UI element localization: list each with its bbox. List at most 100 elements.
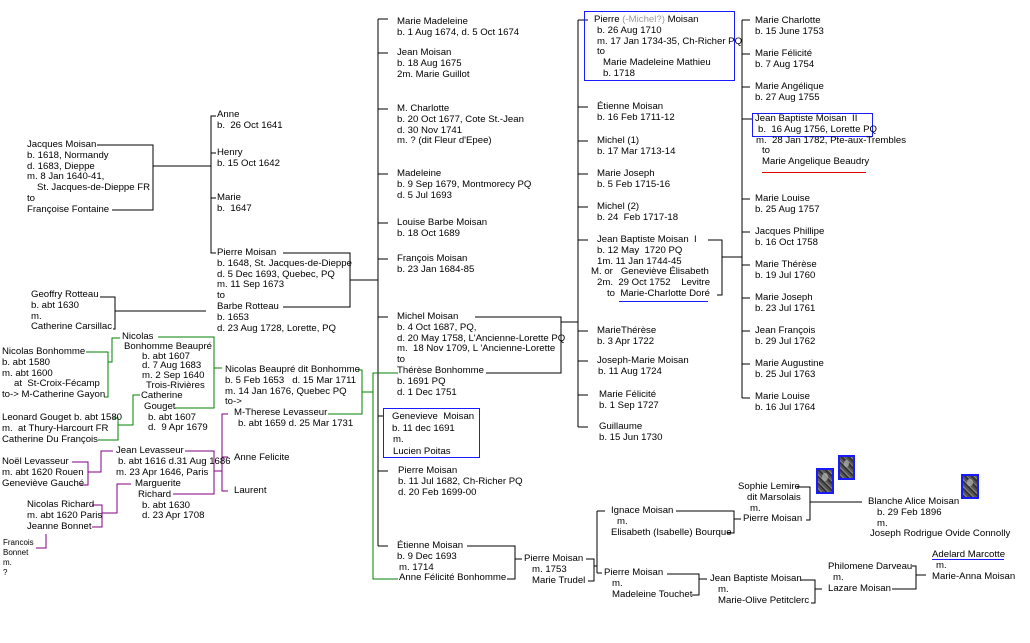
jean-levasseur-bracket <box>173 450 222 495</box>
jb-petitclerc-bracket <box>801 579 822 604</box>
lazare-bracket <box>892 565 926 590</box>
person-detail: b. 29 Feb 1896 <box>877 506 942 518</box>
pierre-children-bracket <box>377 18 388 547</box>
bonhomme-daughters-bracket <box>372 372 398 580</box>
person-detail: m. 11 Sep 1673 <box>217 279 285 291</box>
person-detail: Joseph Rodrigue Ovide Connolly <box>870 528 1011 540</box>
person-detail: b. 19 Jul 1760 <box>755 269 816 281</box>
person-detail: to-> M-Catherine Gayon <box>2 389 106 401</box>
person-detail: b. abt 1630 <box>142 499 191 511</box>
person-detail: Thérèse Bonhomme <box>397 364 484 376</box>
person-name: Blanche Alice Moisan <box>868 496 960 507</box>
person-detail: Jeanne Bonnet <box>27 520 92 532</box>
person-detail: d. 30 Nov 1741 <box>397 124 463 136</box>
jb1-children-bracket <box>741 19 752 399</box>
person-name: M. Charlotte <box>397 103 450 114</box>
photo-thumbnail-pierre[interactable] <box>838 455 855 480</box>
person-detail: d. 1 Dec 1751 <box>397 386 457 398</box>
pierre-1753-bracket <box>586 510 605 582</box>
person-detail: b. 17 Mar 1713-14 <box>597 145 676 157</box>
person-name: Catherine <box>141 390 183 401</box>
photo-thumbnail-sophie[interactable] <box>816 468 834 494</box>
person-name: Nicolas Bonhomme <box>2 346 86 357</box>
person-detail: at St-Croix-Fécamp <box>14 378 100 390</box>
person-name: Genevieve Moisan <box>392 411 475 422</box>
person-michel1[interactable]: Michel (1)b. 17 Mar 1713-14 <box>597 135 676 158</box>
person-detail: m. <box>750 502 761 514</box>
genevieve-box <box>383 408 480 458</box>
person-name: Leonard Gouget b. abt 1580 <box>2 412 123 423</box>
person-laurent[interactable]: Laurent <box>234 485 267 497</box>
leonard-bracket <box>98 394 140 441</box>
person-detail: Catherine Du François <box>2 433 98 445</box>
person-name: Marie Félicité <box>599 389 657 400</box>
green-connectors <box>86 336 398 580</box>
person-detail: m. <box>833 571 844 583</box>
person-detail: b. 1618, Normandy <box>27 149 109 161</box>
person-detail: b. 15 Jun 1730 <box>599 431 663 443</box>
pierre-michel-box <box>584 11 735 81</box>
person-name: Henry <box>217 147 243 158</box>
person-anne-felicite[interactable]: Anne Felicite <box>234 452 289 464</box>
person-michel2[interactable]: Michel (2)b. 24 Feb 1717-18 <box>597 201 678 224</box>
person-name: Laurent <box>234 485 267 496</box>
photo-thumbnail-blanche[interactable] <box>961 474 979 499</box>
person-detail: b. abt 1616 d.31 Aug 1686 <box>118 455 231 467</box>
person-name: Guillaume <box>599 421 643 432</box>
